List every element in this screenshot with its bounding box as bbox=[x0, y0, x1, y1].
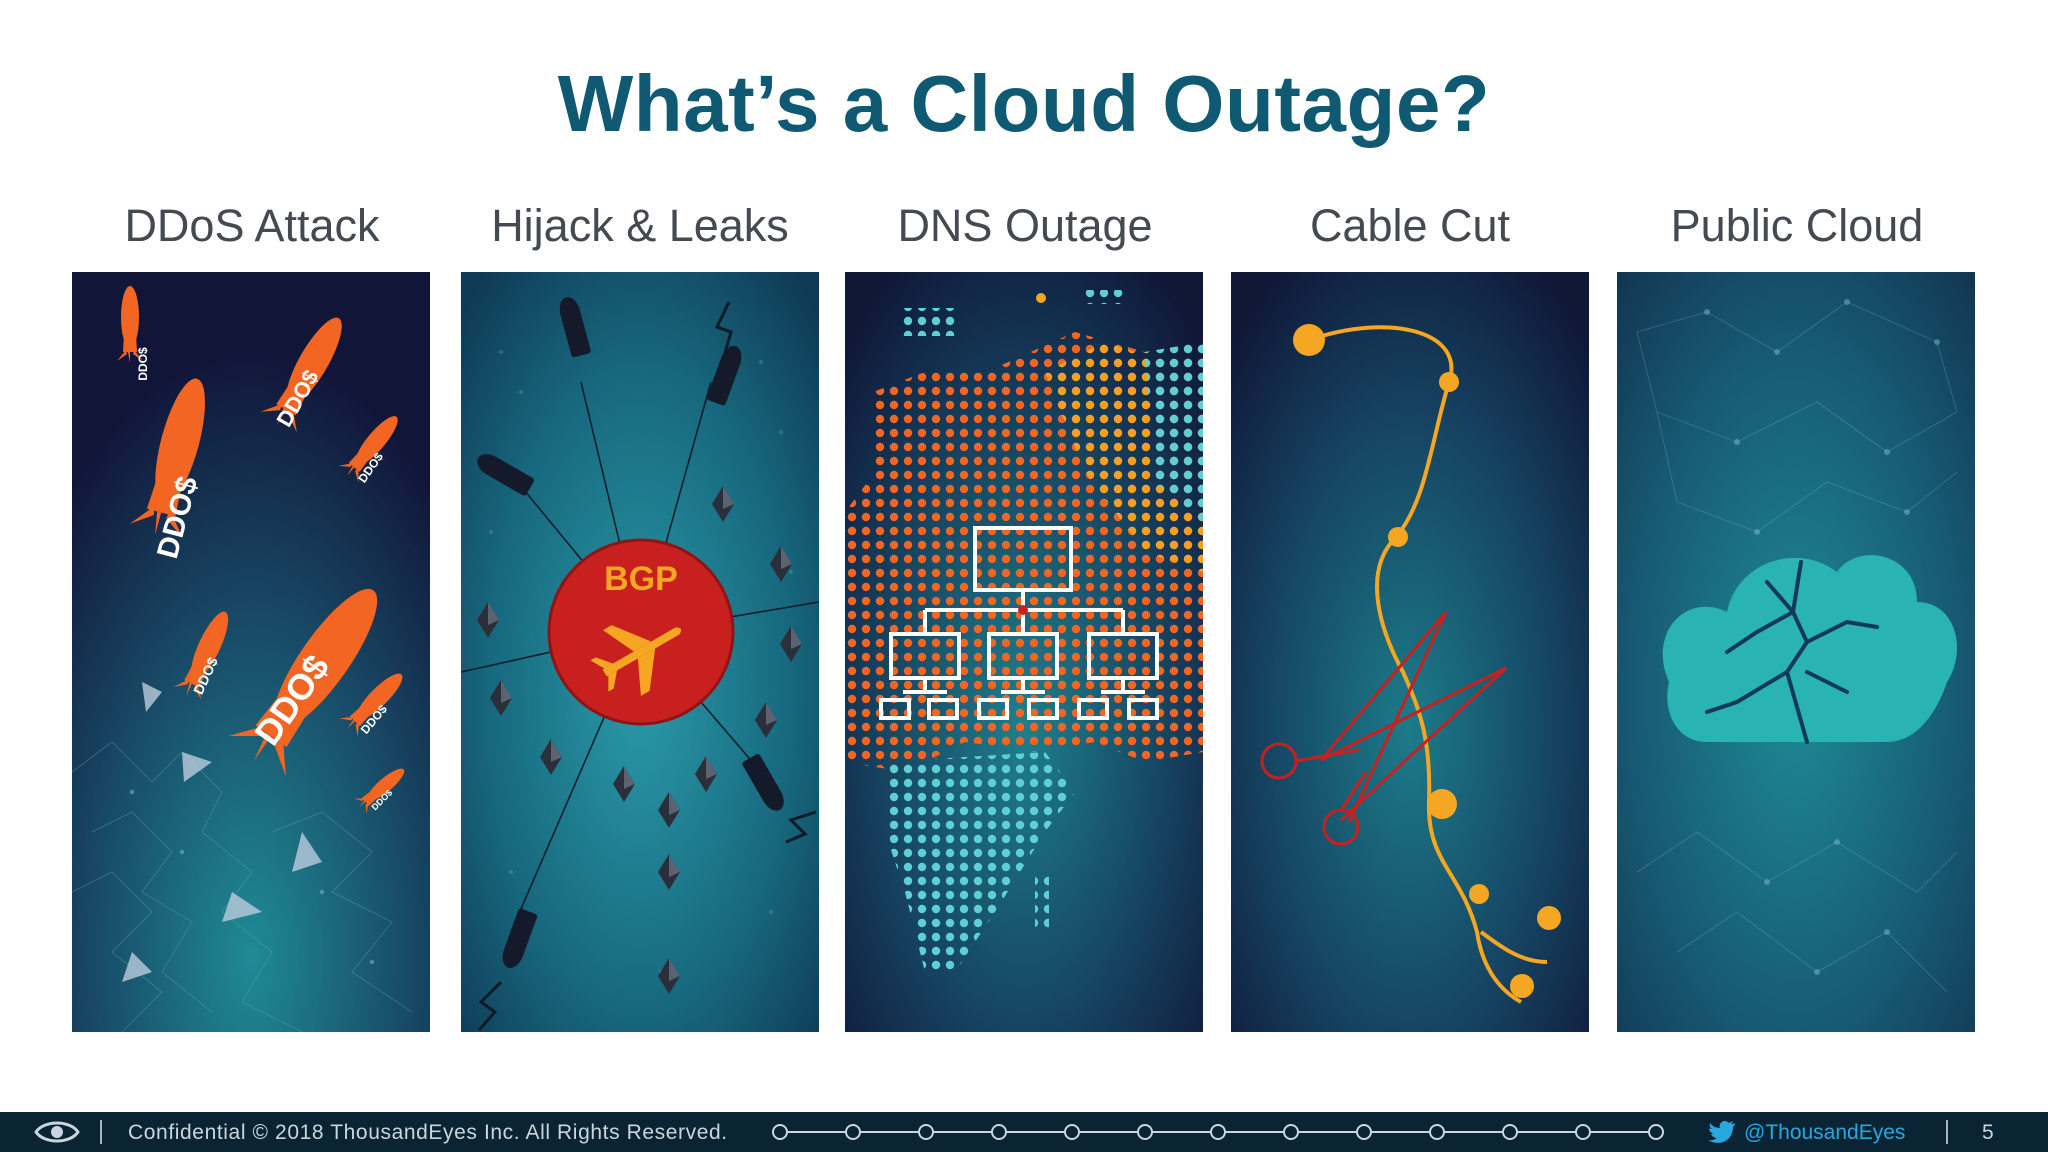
bgp-label: BGP bbox=[604, 560, 678, 598]
scissors-icon bbox=[1260, 611, 1508, 846]
panel-cable bbox=[1231, 272, 1589, 1032]
ddos-bombs-illustration: DDO$ DDO$ DDO$ DDO$ DDO$ DDO$ DDO$ DDO$ bbox=[72, 272, 430, 1032]
twitter-handle-link[interactable]: @ThousandEyes bbox=[1744, 1121, 1906, 1144]
column-label-hijack: Hijack & Leaks bbox=[491, 200, 789, 251]
broken-cloud-illustration bbox=[1617, 272, 1975, 1032]
twitter-icon[interactable] bbox=[1708, 1120, 1736, 1144]
footer-bar: Confidential © 2018 ThousandEyes Inc. Al… bbox=[0, 1112, 2048, 1152]
thousandeyes-logo-icon bbox=[34, 1121, 80, 1143]
cloud-icon bbox=[1662, 555, 1957, 742]
panel-cloud bbox=[1617, 272, 1975, 1032]
column-label-dns: DNS Outage bbox=[897, 200, 1153, 251]
panel-ddos: DDO$ DDO$ DDO$ DDO$ DDO$ DDO$ DDO$ DDO$ bbox=[72, 272, 430, 1032]
footer-divider bbox=[100, 1120, 102, 1144]
bgp-hijack-illustration: BGP bbox=[461, 272, 819, 1032]
dns-hierarchy-illustration bbox=[845, 272, 1203, 1032]
airplane-icon bbox=[590, 625, 682, 696]
dns-tree bbox=[879, 526, 1159, 720]
column-label-cable: Cable Cut bbox=[1309, 200, 1511, 251]
cable-line bbox=[1308, 325, 1522, 1004]
progress-timeline bbox=[772, 1124, 1664, 1140]
column-label-ddos: DDoS Attack bbox=[124, 200, 380, 251]
footer-divider bbox=[1946, 1120, 1948, 1144]
confidential-notice: Confidential © 2018 ThousandEyes Inc. Al… bbox=[128, 1121, 728, 1144]
column-label-cloud: Public Cloud bbox=[1670, 200, 1924, 251]
bgp-badge bbox=[549, 540, 733, 724]
panel-dns bbox=[845, 272, 1203, 1032]
bomb-label: DDO$ bbox=[136, 347, 150, 381]
panel-hijack: BGP bbox=[461, 272, 819, 1032]
slide-title: What’s a Cloud Outage? bbox=[557, 59, 1491, 148]
scissors-cable-illustration bbox=[1231, 272, 1589, 1032]
page-number: 5 bbox=[1982, 1121, 1994, 1144]
